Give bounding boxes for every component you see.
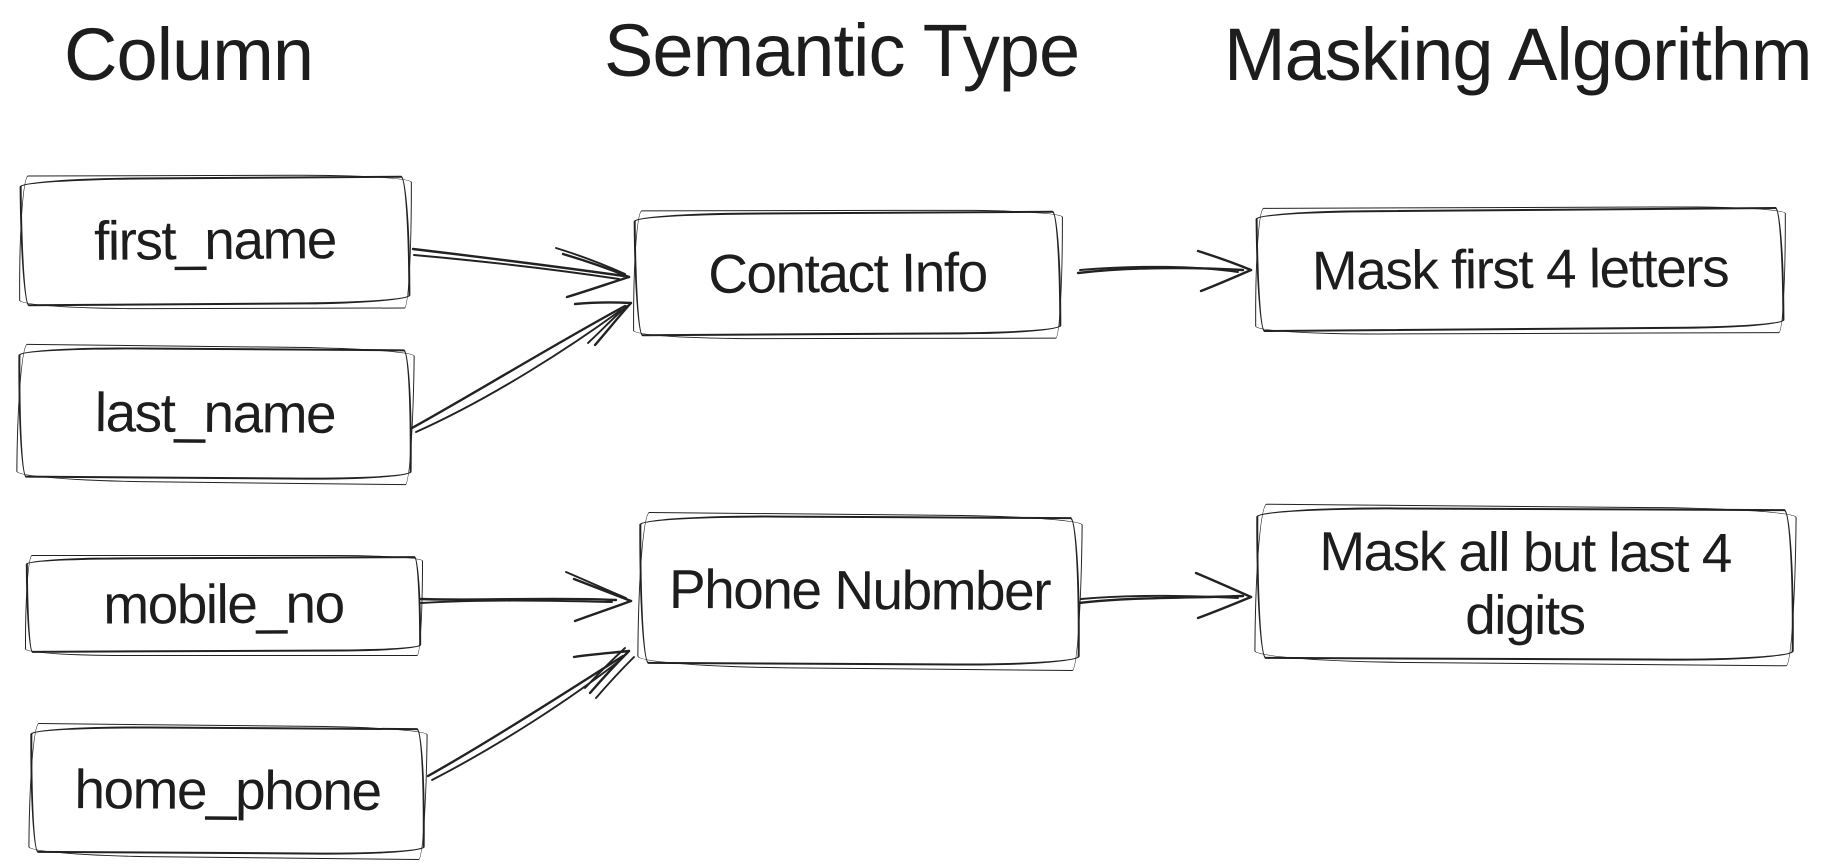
header-column: Column (64, 13, 314, 96)
node-semantic-phone-number: Phone Nubmber (638, 514, 1081, 667)
edge-arrowhead (561, 252, 631, 279)
edge-line (419, 597, 618, 602)
edge-arrowhead (565, 275, 631, 299)
edge-mobile-no-to-phone-number (419, 571, 633, 623)
edge-arrowhead (572, 577, 633, 603)
edge-arrowhead-overdraw (587, 305, 628, 344)
node-column-first-name: first_name (19, 175, 411, 307)
edge-line-overdraw (1079, 265, 1239, 273)
edge-line-overdraw (415, 309, 622, 433)
node-column-last-name-label: last_name (94, 381, 336, 445)
node-column-home-phone: home_phone (29, 725, 426, 856)
node-semantic-phone-number-label: Phone Nubmber (668, 557, 1051, 622)
edge-arrowhead (1199, 268, 1253, 293)
edge-line-overdraw (431, 660, 620, 781)
node-column-mobile-no: mobile_no (25, 556, 422, 653)
edge-line-overdraw (413, 254, 620, 280)
node-algorithm-mask-first-4-letters-label: Mask first 4 letters (1311, 236, 1729, 302)
header-masking-algorithm: Masking Algorithm (1224, 13, 1813, 96)
edge-last-name-to-contact-info (410, 301, 633, 433)
edge-arrowhead (1194, 571, 1253, 599)
edge-contact-info-to-mask-first-4-letters (1076, 249, 1253, 293)
edge-line-overdraw (420, 599, 613, 604)
edge-line (1076, 266, 1245, 275)
edge-arrowhead (572, 649, 631, 659)
edge-arrowhead (593, 301, 633, 347)
node-semantic-contact-info: Contact Info (633, 210, 1062, 337)
edge-arrowhead (588, 649, 631, 695)
node-algorithm-mask-all-but-last-4-digits: Mask all but last 4 digits (1255, 506, 1795, 662)
edge-arrowhead (1196, 249, 1253, 272)
edge-arrowhead-overdraw (565, 571, 627, 599)
edge-first-name-to-contact-info (411, 247, 631, 299)
node-column-home-phone-label: home_phone (74, 757, 381, 822)
edge-arrowhead (573, 599, 633, 623)
edge-arrowhead (1196, 595, 1253, 620)
edge-home-phone-to-phone-number (426, 647, 635, 781)
node-algorithm-mask-first-4-letters: Mask first 4 letters (1255, 206, 1785, 333)
node-algorithm-mask-all-but-last-4-digits-label: Mask all but last 4 digits (1319, 519, 1732, 647)
edge-arrowhead-overdraw (555, 247, 626, 275)
edge-arrowhead (573, 301, 633, 306)
node-column-first-name-label: first_name (93, 208, 337, 273)
node-semantic-contact-info-label: Contact Info (708, 241, 987, 305)
node-column-mobile-no-label: mobile_no (103, 572, 344, 636)
edge-line (410, 304, 627, 430)
edge-line (1077, 594, 1245, 605)
edge-line-overdraw (1080, 594, 1239, 600)
edge-line (426, 654, 625, 778)
edge-phone-number-to-mask-all-but-last-4-digits (1077, 571, 1253, 620)
edge-arrowhead-overdraw (584, 647, 626, 689)
edge-arrowhead-overdraw (595, 656, 635, 699)
edge-line (411, 247, 626, 278)
header-semantic-type: Semantic Type (604, 9, 1080, 92)
node-column-last-name: last_name (17, 346, 413, 481)
